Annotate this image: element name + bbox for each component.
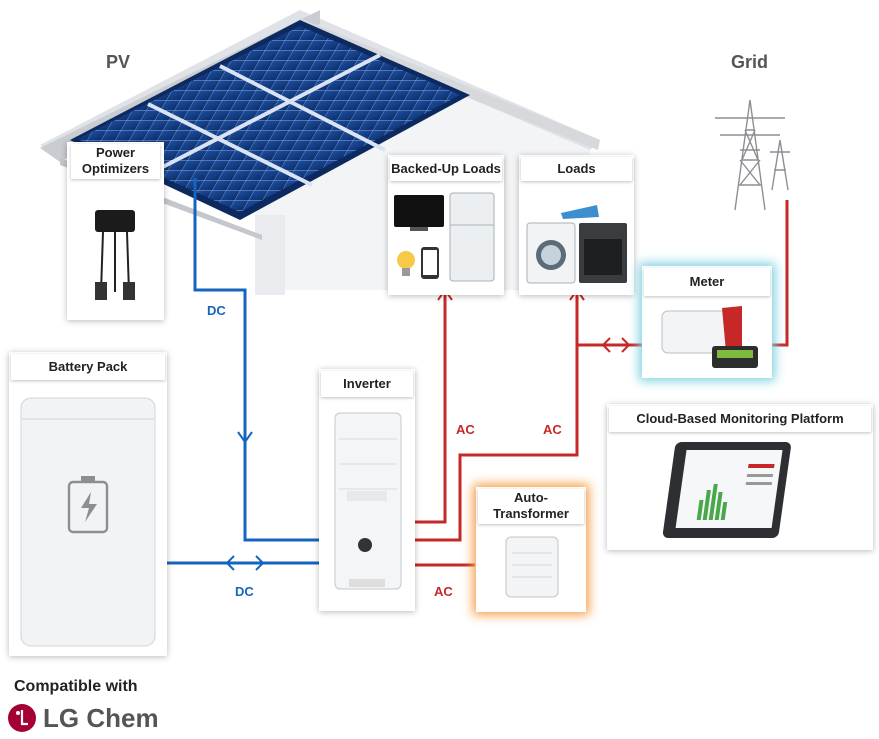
ac-label-loads: AC <box>543 422 562 437</box>
ac-label-transformer: AC <box>434 584 453 599</box>
grid-title: Grid <box>731 52 769 72</box>
meter-label: Meter <box>644 268 770 296</box>
pv-title: PV <box>106 52 131 72</box>
dc-label-battery: DC <box>235 584 254 599</box>
loads-label: Loads <box>521 157 632 181</box>
lg-logo-icon <box>8 704 36 732</box>
meter-device-icon <box>661 306 758 368</box>
ac-label-backed-up: AC <box>456 422 475 437</box>
dc-wiring <box>165 178 320 571</box>
inverter-device-icon <box>334 412 402 590</box>
grid-tower-illustration <box>715 99 790 211</box>
lg-chem-logo: LG Chem <box>7 703 159 733</box>
battery-pack-box[interactable] <box>9 352 167 656</box>
solar-panel-array <box>70 20 470 220</box>
inverter-label: Inverter <box>321 371 413 397</box>
appliances-icon <box>394 192 495 282</box>
transformer-device-icon <box>505 536 559 598</box>
power-optimizers-label: Power Optimizers <box>71 144 160 179</box>
battery-device-icon <box>20 397 156 647</box>
auto-transformer-label: Auto-Transformer <box>478 489 584 524</box>
battery-pack-label: Battery Pack <box>11 354 165 380</box>
monitoring-tablet-icon <box>662 442 791 538</box>
cloud-monitoring-label: Cloud-Based Monitoring Platform <box>609 406 871 432</box>
compatible-with-text: Compatible with <box>14 678 138 695</box>
dc-label-pv: DC <box>207 303 226 318</box>
lg-chem-brand-text: LG Chem <box>43 702 159 733</box>
backed-up-loads-label: Backed-Up Loads <box>390 157 502 181</box>
loads-appliances-icon <box>526 205 627 284</box>
ac-wiring <box>415 200 789 567</box>
inverter-box[interactable] <box>319 369 415 611</box>
optimizer-device-icon <box>95 210 135 300</box>
